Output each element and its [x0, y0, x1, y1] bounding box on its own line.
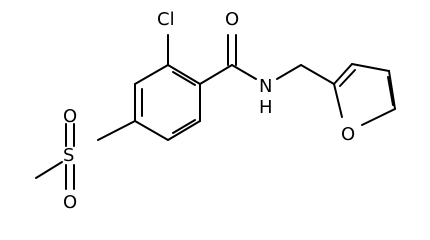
bonds [35, 34, 396, 190]
atom-n: N [259, 76, 272, 97]
bond-c-carbonyl [199, 64, 233, 85]
bond-furan-3 [388, 70, 396, 110]
atom-labels: Cl O N H O S O O [63, 9, 355, 213]
bond-c-s [97, 120, 136, 141]
atom-o-sulfonyl-bottom: O [63, 192, 77, 213]
bond-furan-5 [333, 63, 353, 85]
bond-ring-4 [167, 120, 201, 141]
bond-ring-6 [167, 64, 201, 85]
bond-furan-1 [333, 83, 343, 118]
bond-ring-3 [134, 120, 169, 141]
atom-o-sulfonyl-top: O [63, 106, 77, 127]
bond-furan-inner-2 [387, 76, 394, 106]
bond-ch2-furan [300, 64, 335, 85]
atom-cl: Cl [157, 9, 175, 30]
bond-furan-inner-1 [339, 69, 356, 87]
bond-ring-inner-3 [172, 71, 196, 86]
atom-h: H [259, 97, 273, 118]
molecule-drawing: Cl O N H O S O O [35, 9, 396, 213]
atom-o-furan: O [341, 124, 355, 145]
bond-n-ch2 [276, 64, 302, 80]
bond-furan-4 [351, 63, 390, 72]
bond-furan-2 [361, 108, 396, 126]
atom-s: S [63, 145, 74, 166]
bond-ring-1 [134, 64, 169, 85]
atom-o-carbonyl: O [225, 9, 239, 30]
bond-c-n [231, 64, 257, 80]
chemical-structure-canvas: Cl O N H O S O O [35, 9, 396, 213]
bond-s-ch3 [35, 161, 63, 179]
bond-ring-inner-2 [172, 119, 196, 134]
